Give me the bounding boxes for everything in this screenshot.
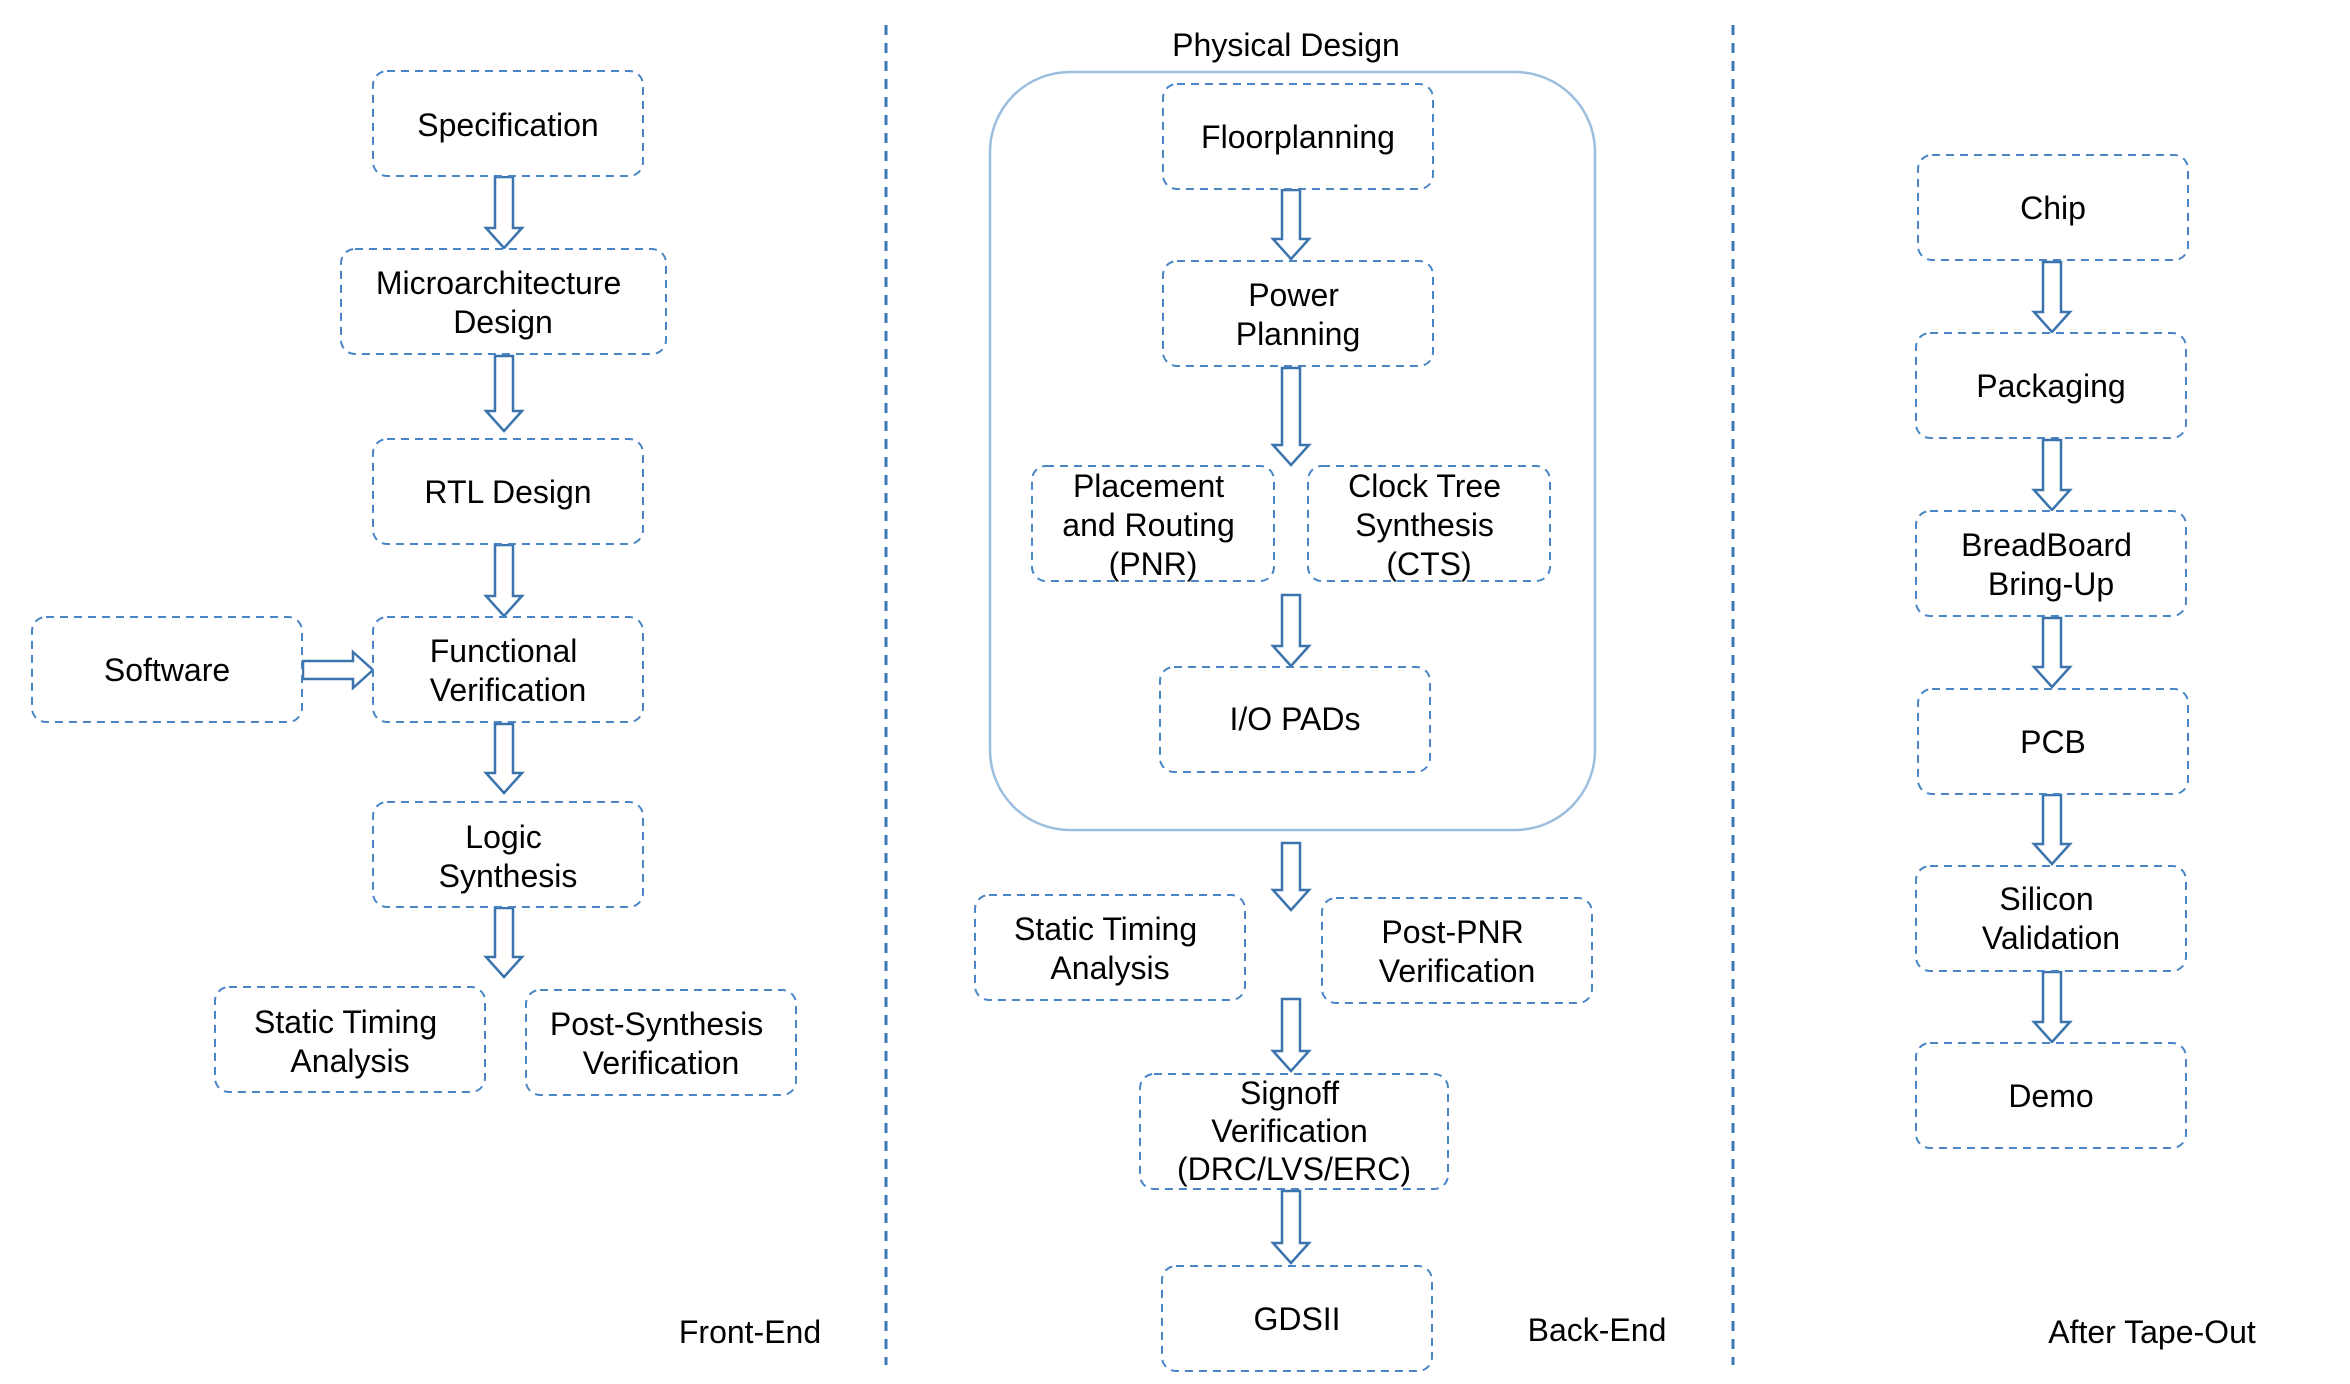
demo-text: Demo xyxy=(2008,1078,2093,1114)
node-gdsii: GDSII xyxy=(1161,1265,1433,1372)
svg-text:Post-Synthesis Verificat: Post-Synthesis Verification xyxy=(550,1006,772,1081)
breadboard-line-1: BreadBoard xyxy=(1961,527,2132,563)
node-specification: Specification xyxy=(372,70,644,177)
silicon-validation-line-1: Silicon xyxy=(1999,881,2093,917)
arrow-functional-to-logic xyxy=(483,722,525,795)
node-software: Software xyxy=(31,616,303,723)
node-placement-routing: Placement and Routing (PNR) xyxy=(1031,465,1275,582)
svg-text:Silicon Validation: Silicon Validation xyxy=(1982,881,2120,956)
svg-text:Functional Verification: Functional Verification xyxy=(430,633,587,708)
microarchitecture-line-2: Design xyxy=(453,304,553,340)
front-end-label: Front-End xyxy=(679,1314,821,1350)
arrow-logic-to-timing xyxy=(483,906,525,979)
node-microarchitecture-design: Microarchitecture Design xyxy=(340,248,667,355)
pnr-line-2: and Routing xyxy=(1062,507,1235,543)
floorplanning-text: Floorplanning xyxy=(1201,119,1395,155)
node-chip: Chip xyxy=(1917,154,2189,261)
arrow-pnr-to-io xyxy=(1270,593,1312,668)
arrow-silicon-to-demo xyxy=(2031,970,2073,1044)
svg-text:Logic Synthesis: Logic Synthesis xyxy=(439,819,578,894)
back-sta-line-1: Static Timing xyxy=(1014,911,1197,947)
node-rtl-design: RTL Design xyxy=(372,438,644,545)
node-signoff-verification: Signoff Verification (DRC/LVS/ERC) xyxy=(1139,1073,1449,1190)
logic-synthesis-line-2: Synthesis xyxy=(439,858,578,894)
node-back-static-timing-analysis: Static Timing Analysis xyxy=(974,894,1246,1001)
node-breadboard-bring-up: BreadBoard Bring-Up xyxy=(1915,510,2187,617)
back-sta-line-2: Analysis xyxy=(1050,950,1169,986)
silicon-validation-line-2: Validation xyxy=(1982,920,2120,956)
svg-text:BreadBoard Bring-Up: BreadBoard Bring-Up xyxy=(1961,527,2141,602)
physical-design-group xyxy=(988,70,1597,832)
arrow-physical-to-sta xyxy=(1270,841,1312,912)
front-sta-line-1: Static Timing xyxy=(254,1004,437,1040)
software-text: Software xyxy=(104,652,230,688)
svg-text:Signoff Verification: Signoff Verification (DRC/LVS/ERC) xyxy=(1177,1075,1411,1187)
arrow-micro-to-rtl xyxy=(483,354,525,433)
arrow-packaging-to-breadboard xyxy=(2031,438,2073,512)
signoff-line-2: Verification xyxy=(1211,1113,1368,1149)
node-power-planning: Power Planning xyxy=(1162,260,1434,367)
cts-line-3: (CTS) xyxy=(1386,546,1471,582)
node-post-synthesis-verification: Post-Synthesis Verification xyxy=(525,989,797,1096)
microarchitecture-line-1: Microarchitecture xyxy=(376,265,621,301)
power-planning-line-1: Power xyxy=(1248,277,1339,313)
cts-line-2: Synthesis xyxy=(1355,507,1494,543)
functional-verification-line-1: Functional xyxy=(430,633,578,669)
breadboard-line-2: Bring-Up xyxy=(1988,566,2114,602)
pnr-line-3: (PNR) xyxy=(1109,546,1198,582)
functional-verification-line-2: Verification xyxy=(430,672,587,708)
arrow-spec-to-micro xyxy=(483,175,525,250)
svg-text:Clock Tree Synthesis: Clock Tree Synthesis (CTS) xyxy=(1348,468,1510,582)
node-floorplanning: Floorplanning xyxy=(1162,83,1434,190)
power-planning-line-2: Planning xyxy=(1236,316,1361,352)
after-tape-out-label: After Tape-Out xyxy=(2048,1314,2256,1350)
arrow-power-to-pnr xyxy=(1270,366,1312,467)
chip-text: Chip xyxy=(2020,190,2086,226)
svg-text:Microarchitecture Design: Microarchitecture Design xyxy=(376,265,630,340)
post-pnr-line-2: Verification xyxy=(1379,953,1536,989)
packaging-text: Packaging xyxy=(1976,368,2125,404)
svg-text:Static Timing Analysis: Static Timing Analysis xyxy=(254,1004,446,1079)
arrow-software-to-functional xyxy=(301,649,375,691)
post-synthesis-line-2: Verification xyxy=(583,1045,740,1081)
node-silicon-validation: Silicon Validation xyxy=(1915,865,2187,972)
io-pads-text: I/O PADs xyxy=(1230,701,1361,737)
post-pnr-line-1: Post-PNR xyxy=(1381,914,1523,950)
physical-design-label: Physical Design xyxy=(1172,27,1400,63)
flow-arrows xyxy=(301,175,2073,1265)
arrow-sta-to-signoff xyxy=(1270,997,1312,1073)
arrow-signoff-to-gdsii xyxy=(1270,1189,1312,1265)
node-packaging: Packaging xyxy=(1915,332,2187,439)
arrow-pcb-to-silicon xyxy=(2031,793,2073,866)
pnr-line-1: Placement xyxy=(1073,468,1224,504)
signoff-line-3: (DRC/LVS/ERC) xyxy=(1177,1151,1411,1187)
node-pcb: PCB xyxy=(1917,688,2189,795)
arrow-floor-to-power xyxy=(1270,188,1312,261)
rtl-design-text: RTL Design xyxy=(424,474,591,510)
cts-line-1: Clock Tree xyxy=(1348,468,1501,504)
arrow-chip-to-packaging xyxy=(2031,260,2073,334)
logic-synthesis-line-1: Logic xyxy=(465,819,542,855)
svg-text:Static Timing Analysis: Static Timing Analysis xyxy=(1014,911,1206,986)
arrow-rtl-to-functional xyxy=(483,543,525,618)
pcb-text: PCB xyxy=(2020,724,2086,760)
node-demo: Demo xyxy=(1915,1042,2187,1149)
gdsii-text: GDSII xyxy=(1253,1301,1340,1337)
specification-text: Specification xyxy=(417,107,598,143)
node-front-static-timing-analysis: Static Timing Analysis xyxy=(214,986,486,1093)
svg-text:Placement and Routing: Placement and Routing (PNR) xyxy=(1062,468,1243,582)
back-end-label: Back-End xyxy=(1528,1312,1667,1348)
node-functional-verification: Functional Verification xyxy=(372,616,644,723)
signoff-line-1: Signoff xyxy=(1240,1075,1339,1111)
post-synthesis-line-1: Post-Synthesis xyxy=(550,1006,763,1042)
node-io-pads: I/O PADs xyxy=(1159,666,1431,773)
front-sta-line-2: Analysis xyxy=(290,1043,409,1079)
node-clock-tree-synthesis: Clock Tree Synthesis (CTS) xyxy=(1307,465,1551,582)
node-post-pnr-verification: Post-PNR Verification xyxy=(1321,897,1593,1004)
svg-text:Power Planning: Power Planning xyxy=(1236,277,1361,352)
node-logic-synthesis: Logic Synthesis xyxy=(372,801,644,908)
svg-text:Post-PNR Verification: Post-PNR Verification xyxy=(1379,914,1536,989)
arrow-breadboard-to-pcb xyxy=(2031,616,2073,689)
